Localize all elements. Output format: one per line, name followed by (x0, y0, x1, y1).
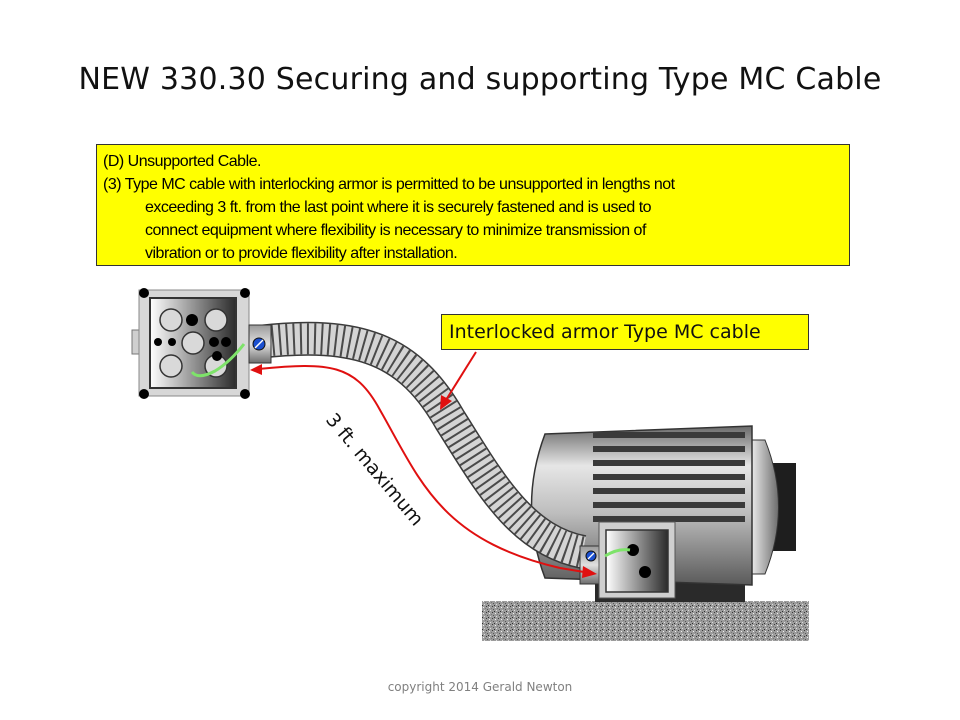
code-rule-line: connect equipment where flexibility is n… (145, 222, 646, 239)
code-rule-line: vibration or to provide flexibility afte… (145, 245, 458, 262)
cable-callout-label: Interlocked armor Type MC cable (441, 314, 809, 350)
code-rule-line: (3) Type MC cable with interlocking armo… (103, 176, 675, 193)
mc-cable-armor (256, 321, 587, 569)
code-heading: (D) Unsupported Cable. (103, 153, 261, 170)
copyright-footer: copyright 2014 Gerald Newton (387, 680, 573, 694)
measurement-label: 3 ft. maximum (321, 409, 428, 530)
box-connector (248, 324, 272, 364)
code-excerpt-box: (D) Unsupported Cable. (3) Type MC cable… (96, 144, 850, 266)
motor-terminal-box (579, 521, 676, 599)
slide-title: NEW 330.30 Securing and supporting Type … (78, 62, 882, 97)
code-rule-line: exceeding 3 ft. from the last point wher… (145, 199, 652, 216)
measurement-arrow (250, 364, 597, 578)
junction-box (131, 288, 250, 399)
callout-pointer-arrow (440, 351, 477, 410)
concrete-floor (482, 601, 809, 641)
